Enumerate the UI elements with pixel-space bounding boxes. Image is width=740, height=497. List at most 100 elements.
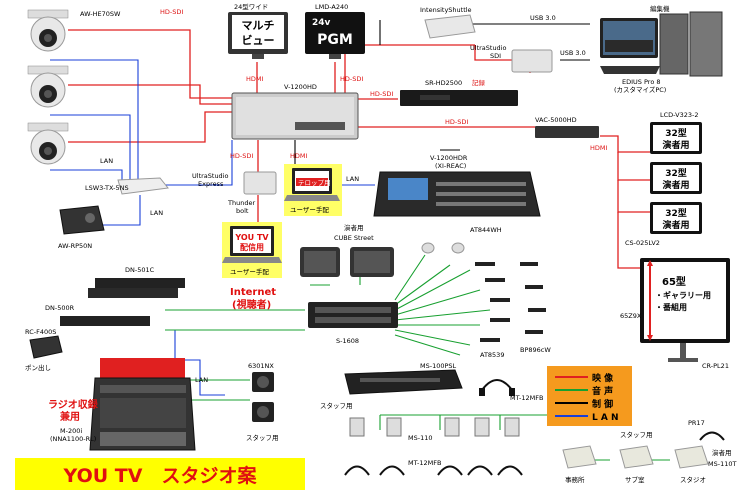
audio-mixer-m200i <box>89 358 196 451</box>
label-viewers: (視聴者) <box>232 298 271 311</box>
label-sr: SR-HD2500 <box>425 79 462 87</box>
label-hdmi-vac: HDMI <box>590 144 608 152</box>
label-performer2: 演者用 <box>712 448 732 457</box>
label-bon: ポン出し <box>25 363 51 372</box>
label-hdmi-left: HDMI <box>246 75 264 83</box>
intercom-ms100psl <box>344 369 463 395</box>
m32-3b: 演者用 <box>662 219 689 231</box>
label-xireac: (XI-REAC) <box>435 162 466 170</box>
label-crpl: CR-PL21 <box>702 362 729 370</box>
label-v1200hd: V-1200HD <box>284 83 317 91</box>
monitor-32-1: 32型 演者用 <box>650 122 702 154</box>
label-thunder-1: Thunder <box>227 199 255 207</box>
label-internet: Internet <box>230 287 276 298</box>
label-telop: テロップ用 <box>298 179 331 187</box>
label-mt12-2: MT-12MFB <box>408 459 441 467</box>
editing-pc <box>600 11 723 77</box>
label-rcf400s: RC-F400S <box>25 328 56 336</box>
label-user2: ユーザー手配 <box>230 267 269 276</box>
label-dn501c: DN-501C <box>125 266 155 274</box>
label-lan1: LAN <box>100 157 113 165</box>
label-ms110: MS-110 <box>408 434 433 442</box>
stream-text-2: 配信用 <box>240 242 264 252</box>
label-custom-pc: (カスタマイズPC) <box>614 85 666 94</box>
label-hdsdi-top: HD-SDI <box>160 8 183 16</box>
station-studio <box>674 445 709 469</box>
label-staff2: スタッフ用 <box>620 430 653 439</box>
label-editor: 編集機 <box>650 4 670 13</box>
m32-1a: 32型 <box>665 127 687 139</box>
label-m200: M-200i <box>60 427 82 435</box>
recorder-dn501c <box>88 278 185 298</box>
label-ms100: MS-100PSL <box>420 362 457 370</box>
headset-mt12-1 <box>479 379 515 396</box>
telop-laptop <box>284 168 340 201</box>
label-office: 事務所 <box>565 475 585 484</box>
vac-distributor <box>535 126 599 138</box>
label-lan2: LAN <box>150 209 163 217</box>
label-cam: AW-HE70SW <box>80 10 121 18</box>
ptz-camera-1 <box>27 9 69 52</box>
label-hdsdi-us: HD-SDI <box>230 152 253 160</box>
video-wires <box>68 29 650 269</box>
label-hdsdi-sr: HD-SDI <box>370 90 393 98</box>
pgm-monitor: 24v PGM <box>305 12 365 59</box>
headsets-bottom <box>344 465 523 476</box>
microphone-at844-1 <box>421 242 435 254</box>
label-wide: 24型ワイド <box>234 2 268 11</box>
beltpacks-ms110 <box>349 417 520 437</box>
ptz-camera-3 <box>27 122 69 165</box>
multiview-text-2: ビュー <box>242 33 275 47</box>
label-record: 記録 <box>472 78 486 87</box>
label-usb1: USB 3.0 <box>530 14 556 22</box>
label-v1200hdr: V-1200HDR <box>430 154 468 162</box>
label-us-exp-1: UltraStudio <box>192 172 228 180</box>
label-us-sdi-1: UltraStudio <box>470 44 506 52</box>
label-nna: (NNA1100-RL) <box>50 435 96 443</box>
label-lan4: LAN <box>195 376 208 384</box>
m32-1b: 演者用 <box>662 139 689 151</box>
label-lmd: LMD-A240 <box>315 3 348 11</box>
label-ms110t: MS-110T <box>708 460 736 468</box>
label-pr17: PR17 <box>688 419 705 427</box>
label-s1608: S-1608 <box>336 337 359 345</box>
label-user1: ユーザー手配 <box>290 205 329 214</box>
label-dn500r: DN-500R <box>45 304 75 312</box>
label-6301: 6301NX <box>248 362 274 370</box>
microphone-at844-2 <box>451 242 465 254</box>
pgm-size: 24v <box>312 18 331 28</box>
speaker-cube-2 <box>350 247 394 277</box>
legend-lan: L A N <box>592 413 619 423</box>
intensity-shuttle <box>424 14 476 39</box>
title-box <box>15 458 305 490</box>
label-awrp: AW-RP50N <box>58 242 92 250</box>
m65-a: 65型 <box>662 275 686 288</box>
label-us-sdi-2: SDI <box>490 52 501 60</box>
m32-3a: 32型 <box>665 207 687 219</box>
headset-pr17 <box>699 431 725 441</box>
label-hdsdi-right: HD-SDI <box>445 118 468 126</box>
m32-2a: 32型 <box>665 167 687 179</box>
monitor-65 <box>640 258 730 362</box>
pgm-text: PGM <box>317 32 353 48</box>
label-us-exp-2: Express <box>198 180 224 188</box>
label-sub: サブ室 <box>625 475 645 484</box>
ultrastudio-express <box>243 171 277 195</box>
label-at844: AT844WH <box>470 226 502 234</box>
stream-laptop <box>222 226 282 263</box>
rcf400s-panel <box>29 335 63 359</box>
radio-text-1: ラジオ収録 <box>48 398 99 411</box>
label-lcd: LCD-V323-2 <box>660 111 698 119</box>
switcher-controller-v1200hdr <box>373 171 541 217</box>
label-hdsdi-mid: HD-SDI <box>340 75 363 83</box>
switcher-v1200hd <box>231 92 359 140</box>
label-performer: 演者用 <box>344 223 364 232</box>
label-usb2: USB 3.0 <box>560 49 586 57</box>
radio-text-2: 兼用 <box>60 410 80 423</box>
control-wires <box>294 20 590 165</box>
camera-controller <box>59 205 105 235</box>
lavalier-mics <box>475 262 546 342</box>
monitor-32-2: 32型 演者用 <box>650 162 702 194</box>
label-at8539: AT8539 <box>480 351 504 359</box>
multiview-monitor: マルチ ビュー <box>228 12 288 59</box>
